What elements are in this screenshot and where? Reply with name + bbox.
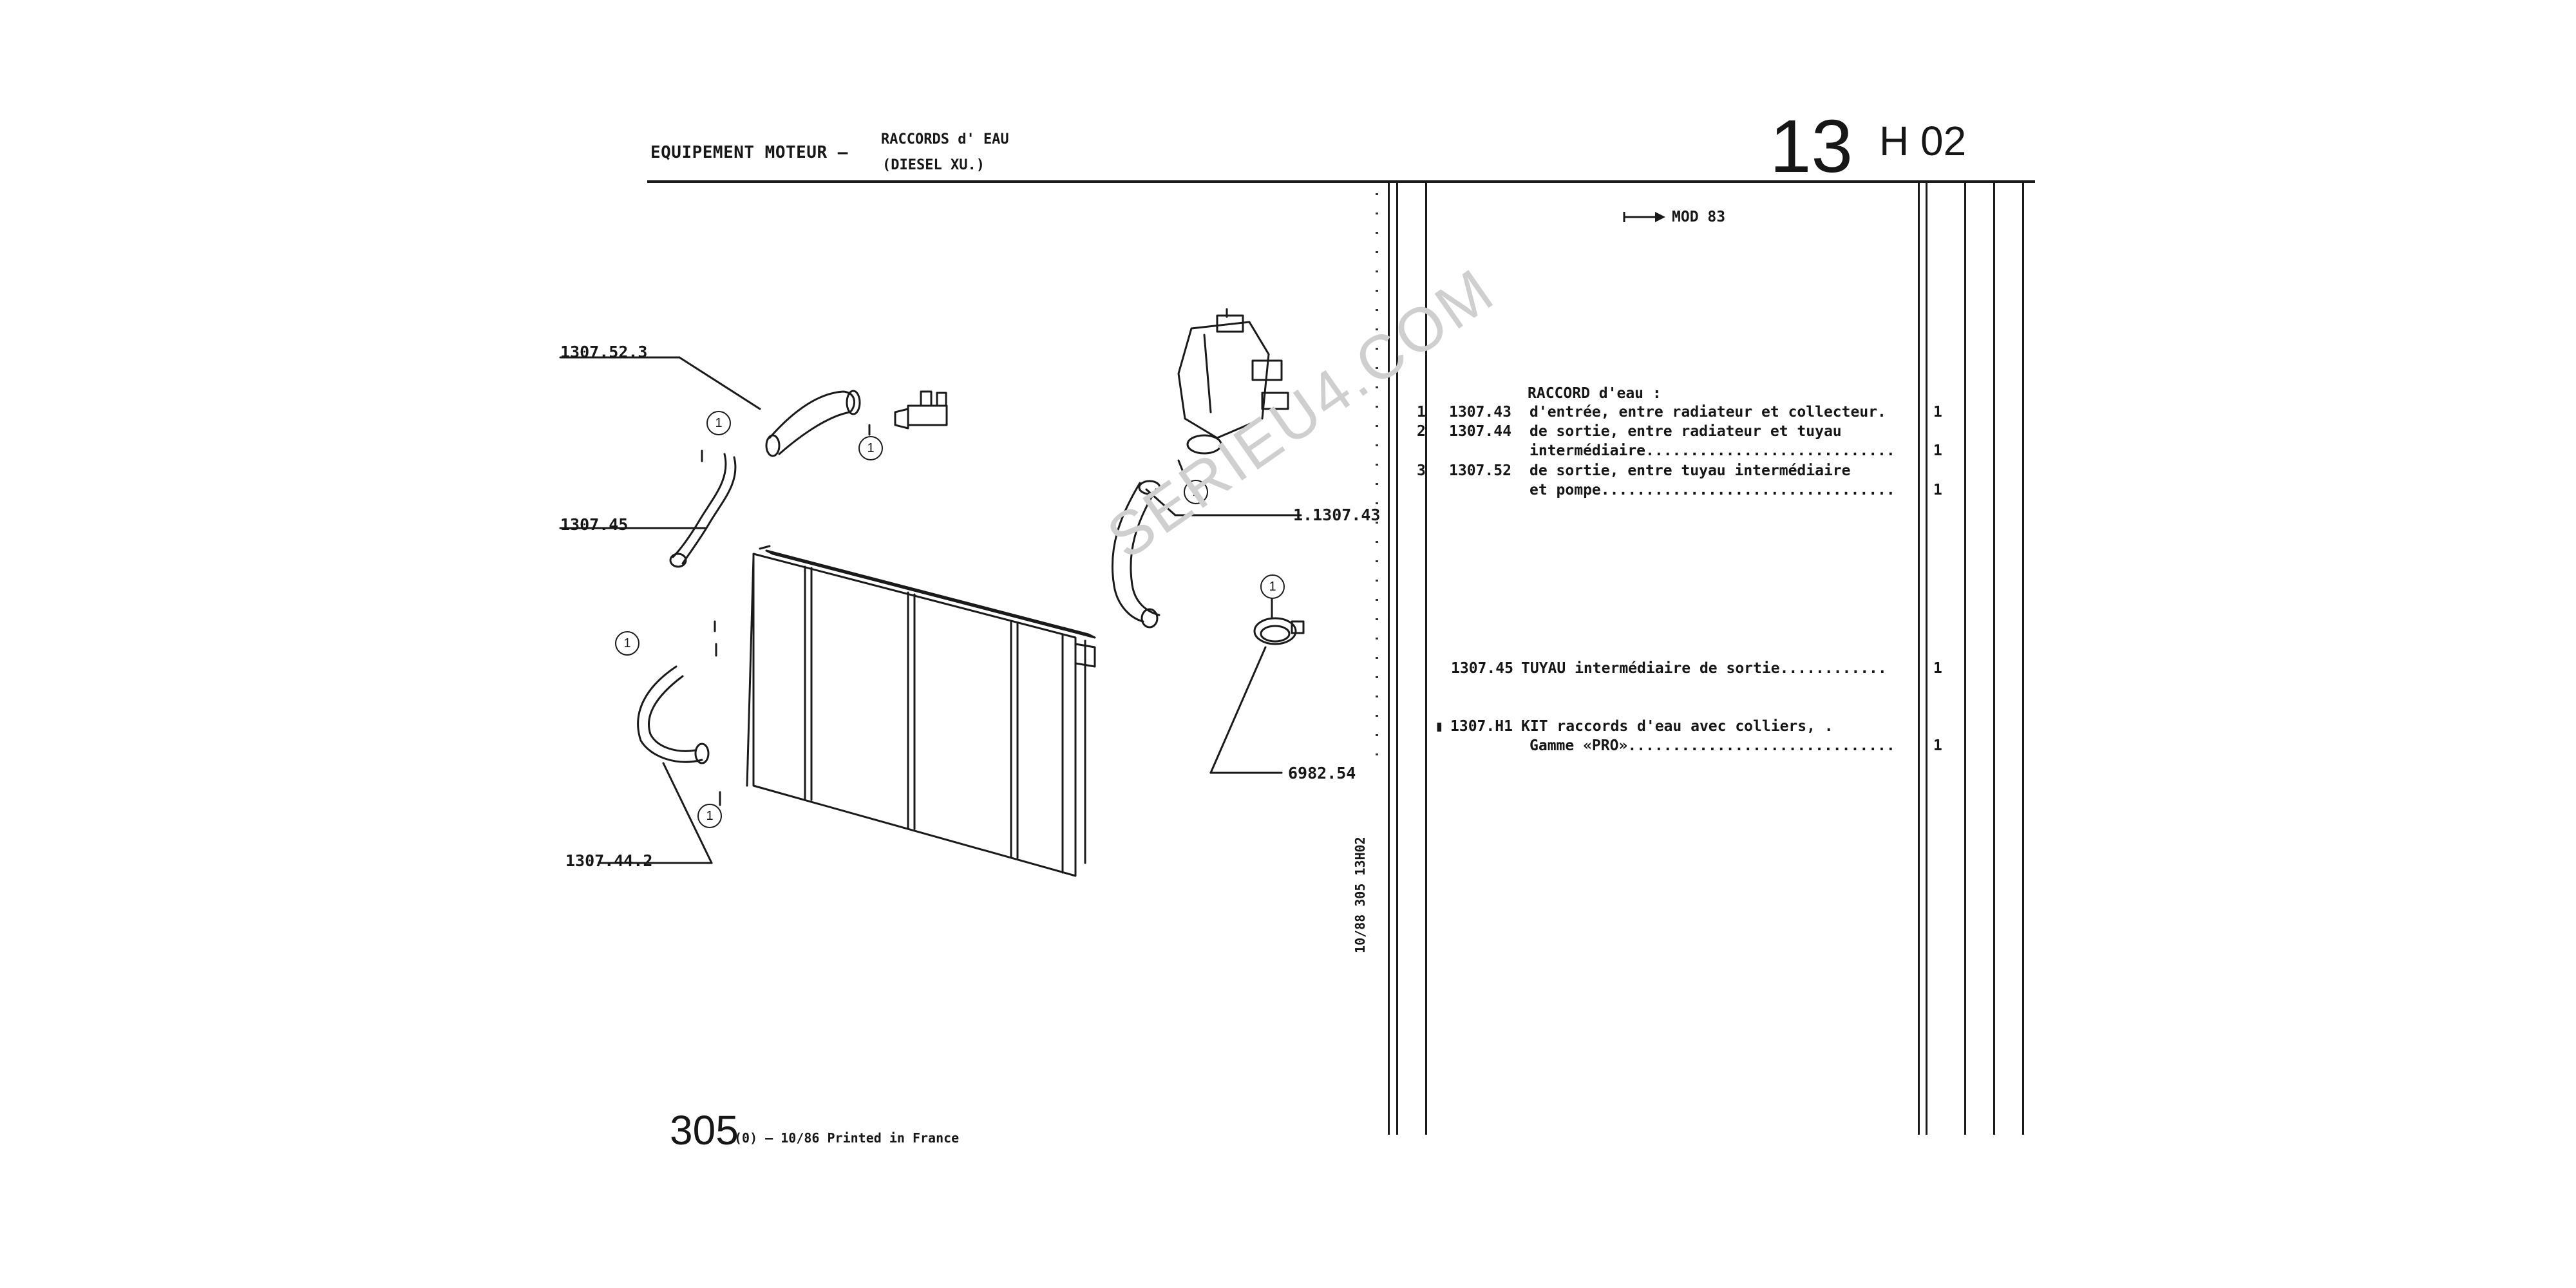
item-code: 1307.43 — [1449, 404, 1511, 421]
kit-code: 1307.H1 — [1450, 718, 1513, 735]
section-title: EQUIPEMENT MOTEUR – — [650, 143, 848, 162]
table-rule — [1396, 182, 1398, 1135]
table-rule — [1993, 182, 1995, 1135]
item-code: 1307.44 — [1449, 423, 1511, 440]
hose-left — [681, 456, 737, 565]
callout-marker: 1 — [706, 411, 731, 435]
item-desc-cont: et pompe................................… — [1530, 482, 1895, 498]
hose-lower-left — [647, 675, 697, 752]
tuyau-code: 1307.45 — [1451, 660, 1513, 677]
water-pump-connector — [894, 390, 948, 430]
callout-marker: 1 — [858, 436, 883, 460]
part-label-1307-43: 1.1307.43 — [1293, 506, 1381, 524]
item-ref: 3 — [1417, 462, 1426, 479]
header-rule — [647, 180, 2035, 183]
callout-marker: 1 — [1184, 480, 1208, 504]
arrow-right-icon — [1623, 212, 1665, 222]
table-rule — [1918, 182, 1920, 1135]
part-label-6982-54: 6982.54 — [1288, 764, 1356, 782]
page-number: 13 — [1770, 104, 1853, 188]
item-qty: 1 — [1933, 482, 1942, 498]
model-note: MOD 83 — [1672, 209, 1726, 225]
tuyau-desc: TUYAU intermédiaire de sortie...........… — [1521, 660, 1887, 677]
item-qty: 1 — [1933, 404, 1942, 421]
kit-marker: ▮ — [1435, 718, 1444, 735]
part-label-1307-45: 1307.45 — [560, 515, 629, 534]
hose-upper-left — [768, 390, 856, 455]
item-desc-cont: intermédiaire...........................… — [1530, 442, 1895, 459]
hose-right — [1111, 482, 1144, 623]
kit-qty: 1 — [1933, 737, 1942, 754]
table-rule — [2022, 182, 2024, 1135]
callout-marker: 1 — [697, 804, 722, 828]
group-heading: RACCORD d'eau : — [1528, 385, 1662, 402]
table-rule — [1926, 182, 1927, 1135]
kit-desc-cont: Gamme «PRO».............................… — [1530, 737, 1895, 754]
item-desc: de sortie, entre radiateur et tuyau — [1530, 423, 1842, 440]
table-rule — [1964, 182, 1966, 1135]
item-desc: de sortie, entre tuyau intermédiaire — [1530, 462, 1851, 479]
item-qty: 1 — [1933, 442, 1942, 459]
table-rule — [1425, 182, 1427, 1135]
item-code: 1307.52 — [1449, 462, 1511, 479]
part-label-1307-44-2: 1307.44.2 — [565, 851, 653, 870]
table-rule — [1388, 182, 1390, 1135]
hose-clamp — [1253, 617, 1305, 645]
item-desc: d'entrée, entre radiateur et collecteur. — [1530, 404, 1886, 421]
subtitle-line2: (DIESEL XU.) — [882, 157, 985, 173]
page-code: H 02 — [1879, 118, 1967, 164]
item-ref: 1 — [1417, 404, 1426, 421]
thermostat-housing — [1177, 308, 1289, 455]
tuyau-qty: 1 — [1933, 660, 1942, 677]
callout-marker: 1 — [1260, 574, 1285, 599]
subtitle-line1: RACCORDS d' EAU — [881, 131, 1009, 147]
radiator-illustration — [746, 545, 1096, 877]
part-label-1307-52-3: 1307.52.3 — [560, 343, 648, 361]
callout-marker: 1 — [615, 631, 639, 656]
footer-page-number: 305 — [670, 1107, 739, 1153]
vertical-doc-code: 10/88 305 13H02 — [1352, 837, 1368, 953]
footer-print-note: (0) – 10/86 Printed in France — [734, 1130, 960, 1146]
exploded-diagram — [559, 308, 1305, 877]
item-ref: 2 — [1417, 423, 1426, 440]
kit-desc: KIT raccords d'eau avec colliers, . — [1521, 718, 1833, 735]
tick-marks — [1376, 193, 1378, 755]
